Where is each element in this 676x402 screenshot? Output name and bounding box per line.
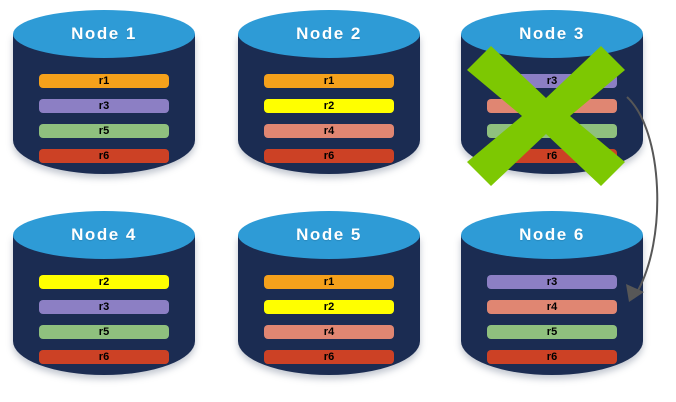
node-5-label: Node 5 [296, 225, 362, 244]
replica-bar[interactable]: r2 [264, 300, 394, 314]
replica-bar[interactable]: r1 [264, 275, 394, 289]
replica-bar[interactable]: r3 [487, 275, 617, 289]
node-2-label: Node 2 [296, 24, 362, 43]
replica-bar[interactable]: r4 [264, 325, 394, 339]
node-6-cylinder-top [461, 211, 643, 259]
node-4-cylinder-top [13, 211, 195, 259]
node-1[interactable]: Node 1 r1 r3 r5 r6 [13, 10, 195, 185]
node-4-replica-stack: r2 r3 r5 r6 [39, 275, 169, 364]
replica-bar[interactable]: r6 [264, 149, 394, 163]
node-2-cylinder-top [238, 10, 420, 58]
node-6-replica-stack: r3 r4 r5 r6 [487, 275, 617, 364]
replica-bar[interactable]: r4 [264, 124, 394, 138]
node-4[interactable]: Node 4 r2 r3 r5 r6 [13, 211, 195, 386]
node-2-replica-stack: r1 r2 r4 r6 [264, 74, 394, 163]
replica-bar[interactable]: r6 [264, 350, 394, 364]
replica-bar[interactable]: r2 [264, 99, 394, 113]
node-5-cylinder-top [238, 211, 420, 259]
node-1-replica-stack: r1 r3 r5 r6 [39, 74, 169, 163]
replica-bar[interactable]: r5 [39, 124, 169, 138]
replica-bar[interactable]: r3 [39, 300, 169, 314]
replica-bar[interactable]: r6 [39, 149, 169, 163]
replica-bar[interactable]: r5 [487, 124, 617, 138]
node-3-replica-stack: r3 r4 r5 r6 [487, 74, 617, 163]
node-2[interactable]: Node 2 r1 r2 r4 r6 [238, 10, 420, 185]
replica-bar[interactable]: r1 [264, 74, 394, 88]
replica-bar[interactable]: r5 [39, 325, 169, 339]
replica-bar[interactable]: r1 [39, 74, 169, 88]
replica-bar[interactable]: r2 [39, 275, 169, 289]
replica-bar[interactable]: r4 [487, 99, 617, 113]
node-6-label: Node 6 [519, 225, 585, 244]
node-5[interactable]: Node 5 r1 r2 r4 r6 [238, 211, 420, 386]
node-6[interactable]: Node 6 r3 r4 r5 r6 [461, 211, 643, 386]
replica-bar[interactable]: r6 [487, 149, 617, 163]
replica-bar[interactable]: r5 [487, 325, 617, 339]
node-1-label: Node 1 [71, 24, 137, 43]
replica-bar[interactable]: r6 [39, 350, 169, 364]
node-1-cylinder-top [13, 10, 195, 58]
node-4-label: Node 4 [71, 225, 137, 244]
replica-bar[interactable]: r3 [487, 74, 617, 88]
replica-bar[interactable]: r4 [487, 300, 617, 314]
replica-bar[interactable]: r6 [487, 350, 617, 364]
replica-bar[interactable]: r3 [39, 99, 169, 113]
node-5-replica-stack: r1 r2 r4 r6 [264, 275, 394, 364]
node-3[interactable]: Node 3 r3 r4 r5 r6 [461, 10, 643, 186]
node-3-label: Node 3 [519, 24, 585, 43]
